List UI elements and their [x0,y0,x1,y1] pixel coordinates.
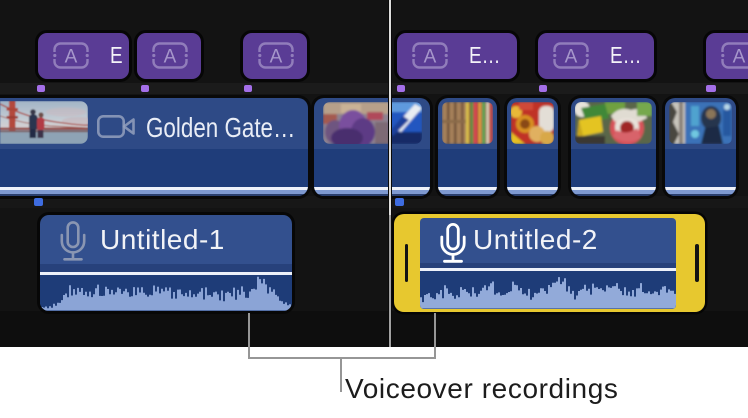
svg-text:A: A [65,47,78,68]
svg-text:A: A [565,47,578,68]
svg-text:A: A [270,47,283,68]
svg-text:A: A [733,47,746,68]
svg-text:A: A [424,47,437,68]
svg-text:A: A [164,47,177,68]
